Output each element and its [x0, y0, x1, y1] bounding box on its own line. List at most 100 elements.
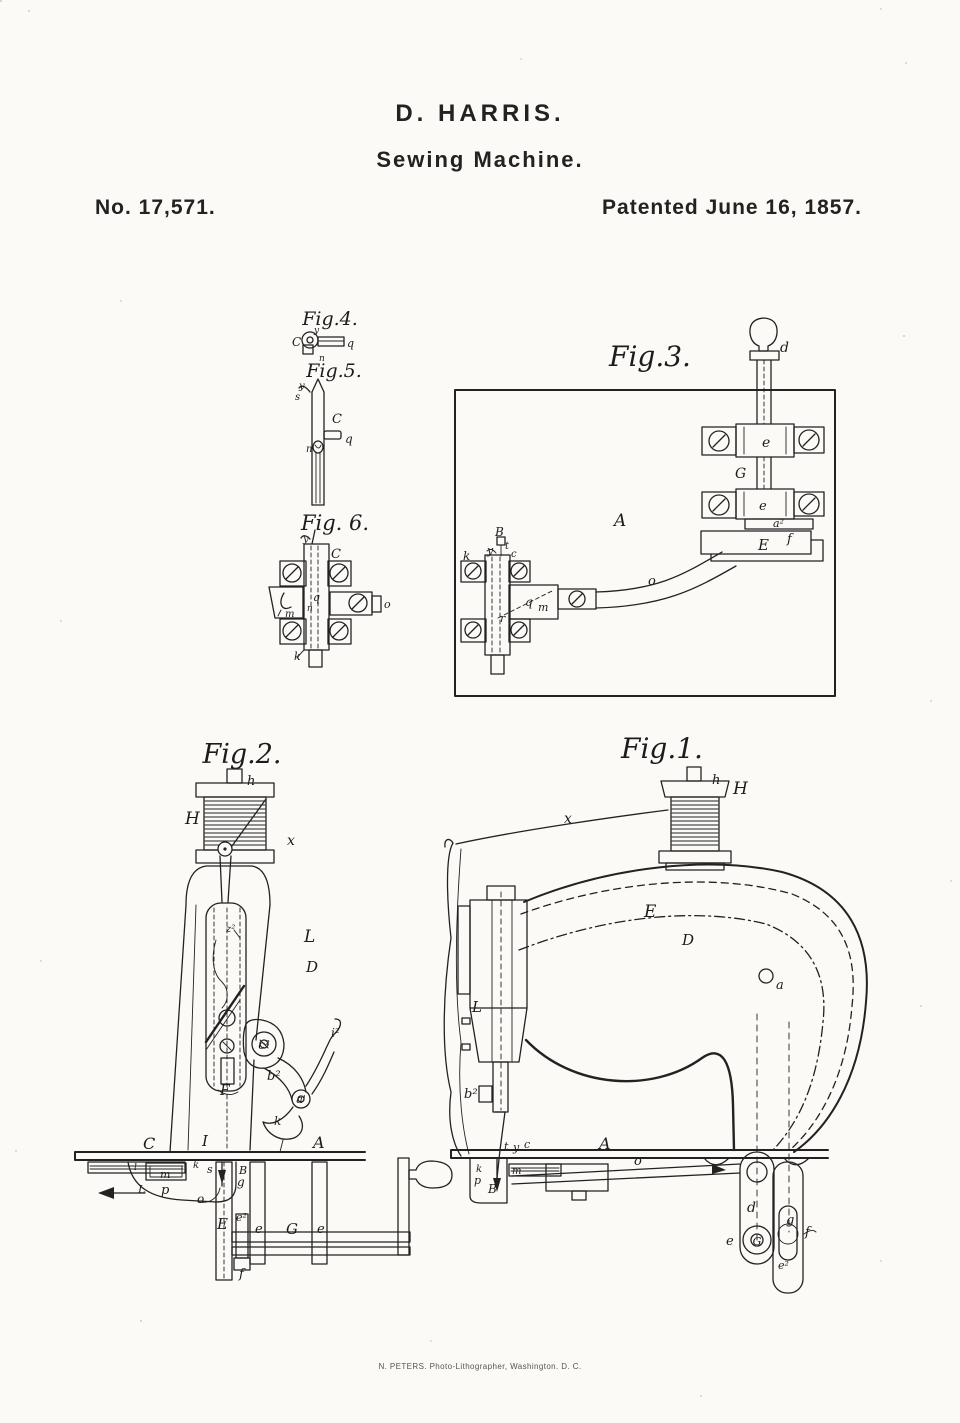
fig6-drawing [269, 530, 381, 667]
figure-2-front-elevation: Fig.2. [70, 739, 470, 1282]
part-label-d: d [780, 340, 789, 356]
part-label-E: E [643, 902, 657, 922]
part-label-t: t [505, 541, 510, 552]
part-label-m: m [538, 601, 548, 614]
part-label-A: A [311, 1133, 325, 1152]
figure-4-clamp-end-view: Fig.4. C y q n [292, 308, 358, 364]
part-label-q: q [313, 591, 320, 604]
part-label-b2: b² [464, 1087, 478, 1102]
part-label-o: o [384, 598, 391, 611]
fig1-table-and-links [451, 1150, 828, 1293]
part-label-q: q [525, 595, 533, 609]
part-label-o: o [648, 574, 656, 589]
part-label-r: r [500, 612, 506, 625]
part-label-I: I [201, 1132, 209, 1150]
part-label-H: H [184, 809, 201, 829]
part-label-y: y [486, 544, 494, 557]
part-label-B: B [494, 525, 504, 539]
fig2-spool [196, 769, 274, 902]
part-label-k2: k [193, 1160, 199, 1171]
part-label-G: G [286, 1220, 298, 1238]
part-label-f: f [238, 1267, 246, 1282]
fig5-drawing [299, 379, 341, 505]
fig1-fabric-and-thread [444, 810, 668, 1156]
part-label-x: x [287, 833, 295, 849]
part-label-C: C [332, 412, 342, 427]
part-label-L2: L [137, 1183, 145, 1196]
part-label-E: E [757, 536, 769, 554]
part-label-x: x [564, 811, 572, 827]
part-label-L: L [303, 927, 315, 947]
patent-date: Patented June 16, 1857. [602, 196, 862, 219]
part-label-b2: b² [267, 1069, 281, 1084]
fig3-drawing [455, 318, 835, 696]
figure-6-bracket-top-view: Fig. 6. y C q n m o k [258, 511, 391, 680]
fig4-drawing [302, 332, 344, 354]
lithographer-credit: N. PETERS. Photo-Lithographer, Washingto… [378, 1362, 582, 1371]
part-label-B: B [487, 1182, 497, 1196]
part-label-D: D [681, 931, 694, 949]
part-label-h: h [247, 774, 255, 789]
part-label-e-left: e [255, 1222, 263, 1237]
part-label-i2: i² [331, 1026, 340, 1040]
part-label-A: A [612, 511, 626, 531]
part-label-e2: e² [778, 1259, 789, 1272]
part-label-C: C [143, 1134, 155, 1153]
part-label-C: C [292, 335, 301, 349]
fig5-title: Fig.5. [305, 360, 362, 382]
part-label-y: y [313, 326, 320, 336]
part-label-G: G [753, 1235, 762, 1248]
part-label-n: n [307, 604, 313, 614]
part-label-a: a [776, 978, 784, 993]
part-label-k: k [294, 650, 301, 663]
part-label-C: C [331, 547, 341, 562]
part-label-e2: e² [236, 1211, 247, 1224]
part-label-o: o [634, 1154, 642, 1169]
part-label-c2: c² [258, 1038, 270, 1052]
part-label-m: m [512, 1166, 521, 1177]
figure-3-top-plan-view: Fig.3. [448, 310, 848, 705]
part-label-e: e [726, 1234, 734, 1249]
fig6-title: Fig. 6. [300, 511, 369, 535]
part-label-D: D [305, 958, 318, 976]
part-label-y: y [298, 381, 305, 392]
invention-title: Sewing Machine. [376, 147, 584, 172]
part-label-n: n [306, 444, 312, 455]
part-label-k: k [476, 1164, 482, 1175]
part-label-h: h [712, 773, 720, 788]
fig4-title: Fig.4. [301, 308, 358, 330]
part-label-z2: z² [225, 924, 235, 935]
fig1-title: Fig.1. [620, 732, 703, 765]
fig2-needle-bar-head [170, 866, 270, 1152]
part-label-g: g [786, 1213, 794, 1228]
part-label-E: E [216, 1215, 228, 1233]
part-label-F: F [219, 1083, 231, 1099]
part-label-k: k [463, 549, 470, 563]
part-label-s: s [207, 1163, 213, 1176]
part-label-o: o [197, 1192, 204, 1206]
figure-5-rod-side-view: Fig.5. y s C q n [295, 360, 362, 510]
part-label-p: p [161, 1183, 170, 1198]
part-label-H: H [732, 779, 749, 799]
fig3-title: Fig.3. [608, 340, 691, 373]
figure-1-side-elevation: Fig.1. [428, 732, 878, 1306]
part-label-t: t [504, 1140, 509, 1153]
fig1-needle-bar-housing [458, 886, 527, 1178]
part-label-q: q [347, 337, 354, 350]
fig2-cam-lever [243, 1019, 340, 1152]
part-label-p: p [474, 1174, 481, 1187]
part-label-g: g [237, 1175, 245, 1189]
part-label-n: n [319, 354, 325, 364]
part-label-A: A [597, 1134, 611, 1153]
inventor-name: D. HARRIS. [395, 100, 565, 127]
fig2-title: Fig.2. [202, 739, 282, 770]
fig1-gooseneck-arm [519, 865, 867, 1242]
part-label-y: y [512, 1141, 520, 1154]
part-label-m: m [285, 609, 294, 620]
part-label-l: l [134, 1163, 137, 1173]
part-label-k: k [274, 1114, 281, 1128]
part-label-q: q [345, 432, 353, 446]
part-label-L: L [471, 998, 482, 1016]
part-label-m: m [160, 1168, 170, 1181]
